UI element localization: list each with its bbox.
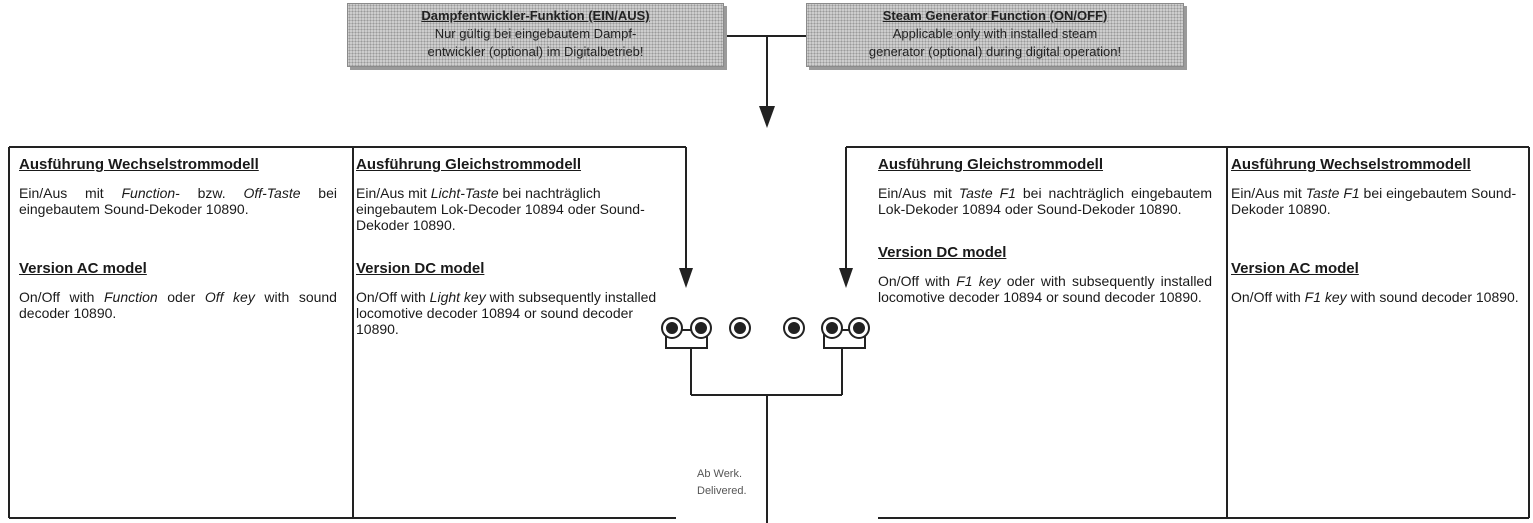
header-en-line2: generator (optional) during digital oper…: [868, 44, 1122, 59]
left-dc-en-text: On/Off with Light key with subsequently …: [356, 289, 657, 337]
right-dc-title: Ausführung Gleichstrommodell: [878, 156, 1104, 173]
right-ac-en-text: On/Off with F1 key with sound decoder 10…: [1231, 289, 1519, 305]
right-ac-de-text: Ein/Aus mit Taste F1 bei eingebautem Sou…: [1231, 185, 1517, 217]
section-left-dc: Ausführung Gleichstrommodell Ein/Aus mit…: [356, 156, 676, 338]
left-dc-title: Ausführung Gleichstrommodell: [356, 156, 582, 173]
header-de-title: Dampfentwickler-Funktion (EIN/AUS): [421, 8, 650, 23]
left-dc-en-title: Version DC model: [356, 260, 485, 277]
header-de-line1: Nur gültig bei eingebautem Dampf-: [434, 26, 637, 41]
header-en-title: Steam Generator Function (ON/OFF): [882, 8, 1108, 23]
right-ac-title: Ausführung Wechselstrommodell: [1231, 156, 1471, 173]
delivered-label: Ab Werk. Delivered.: [697, 466, 767, 500]
left-dc-de-text: Ein/Aus mit Licht-Taste bei nachträglich…: [356, 185, 645, 233]
section-left-ac: Ausführung Wechselstrommodell Ein/Aus mi…: [19, 156, 337, 322]
left-ac-title: Ausführung Wechselstrommodell: [19, 156, 259, 173]
header-box-en: Steam Generator Function (ON/OFF) Applic…: [806, 3, 1184, 67]
right-switch: [783, 317, 870, 349]
right-ac-en-title: Version AC model: [1231, 260, 1359, 277]
right-dc-de-text: Ein/Aus mit Taste F1 bei nachträglich ei…: [878, 185, 1212, 217]
left-ac-en-title: Version AC model: [19, 260, 147, 277]
section-right-ac: Ausführung Wechselstrommodell Ein/Aus mi…: [1231, 156, 1527, 306]
left-ac-de-text: Ein/Aus mit Function- bzw. Off-Taste bei…: [19, 185, 337, 217]
arrow-right-head: [839, 268, 853, 288]
right-dc-en-title: Version DC model: [878, 244, 1007, 261]
header-de-line2: entwickler (optional) im Digitalbetrieb!: [427, 44, 644, 59]
header-en-line1: Applicable only with installed steam: [892, 26, 1098, 41]
header-box-de: Dampfentwickler-Funktion (EIN/AUS) Nur g…: [347, 3, 724, 67]
left-switch: [661, 317, 751, 349]
left-ac-en-text: On/Off with Function oder Off key with s…: [19, 289, 337, 321]
arrow-center-head: [759, 106, 775, 128]
delivered-line1: Ab Werk.: [697, 468, 743, 480]
arrow-left-head: [679, 268, 693, 288]
section-right-dc: Ausführung Gleichstrommodell Ein/Aus mit…: [878, 156, 1212, 306]
right-dc-en-text: On/Off with F1 key oder with subsequentl…: [878, 273, 1212, 305]
delivered-line2: Delivered.: [697, 485, 747, 497]
